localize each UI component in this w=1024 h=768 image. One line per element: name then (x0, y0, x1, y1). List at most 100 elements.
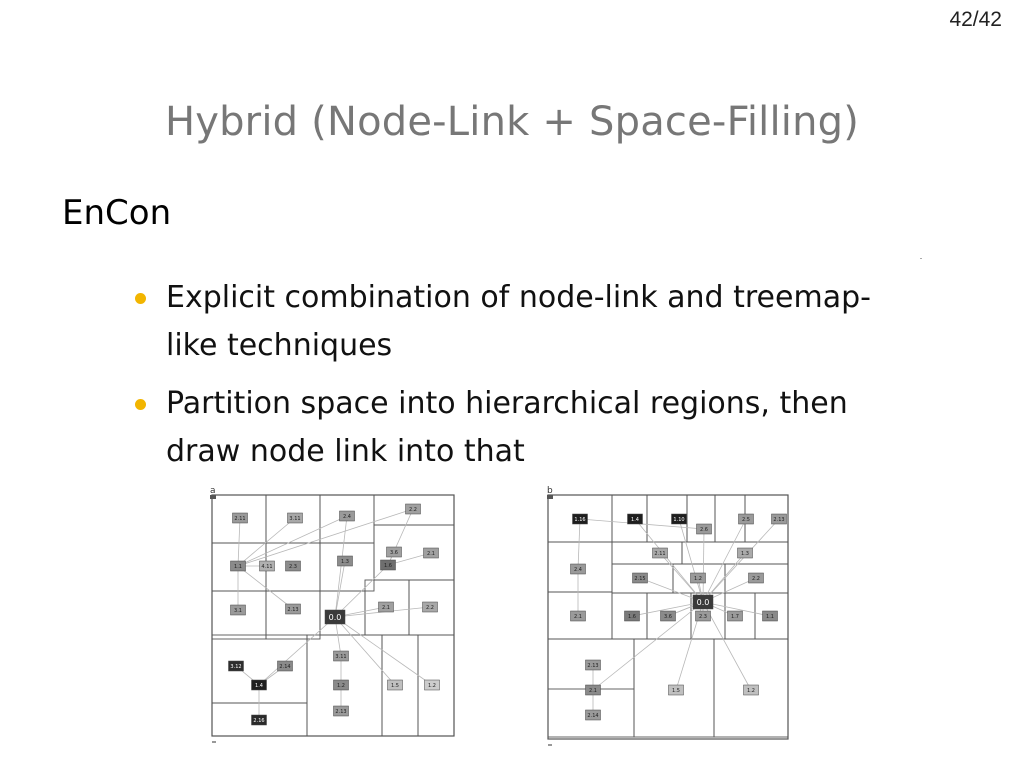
tree-node-box (287, 512, 303, 524)
node-link (334, 564, 389, 618)
tree-node-label: 2.3 (289, 564, 297, 570)
tree-node-label: 1.4 (631, 517, 639, 523)
bullet-item: Explicit combination of node-link and tr… (132, 274, 892, 370)
tree-node-label: 2.13 (773, 517, 784, 523)
node-link (237, 517, 296, 567)
tree-node-label: 1.16 (574, 517, 585, 523)
tree-node-box (386, 546, 402, 558)
tree-node-label: 1.2 (747, 688, 755, 694)
panel-marker (547, 495, 553, 499)
tree-node-label: 2.2 (426, 605, 434, 611)
tree-node-box (380, 559, 396, 571)
node-link (702, 528, 705, 603)
tree-node-box (228, 660, 244, 672)
node-link (258, 616, 336, 686)
tree-node-label: 1.6 (628, 614, 636, 620)
tree-node-box (405, 503, 421, 515)
tree-node-box (230, 560, 246, 572)
slide-number: 42/42 (949, 8, 1002, 31)
tree-node-label: 2.14 (587, 713, 598, 719)
tree-node-label: 2.16 (253, 718, 264, 724)
tree-node-box (624, 610, 640, 622)
tree-node-label: 3.11 (335, 654, 346, 660)
tree-node-box (771, 513, 787, 525)
tree-node-label: 2.5 (742, 517, 750, 523)
tree-node-label: 1.2 (337, 683, 345, 689)
tree-node-box (251, 714, 267, 726)
tree-node-box (743, 684, 759, 696)
tree-node-box (423, 547, 439, 559)
tree-node-box (387, 679, 403, 691)
tree-node-label: 0.0 (329, 613, 342, 622)
decorative-speck (920, 258, 922, 259)
tree-node-box (632, 572, 648, 584)
tree-node-label: 1.6 (384, 563, 392, 569)
tree-node-label: 1.3 (741, 551, 749, 557)
treemap-region (713, 638, 789, 738)
tree-node-label: 1.5 (672, 688, 680, 694)
tree-node-label: 1.2 (694, 576, 702, 582)
tree-node-label: 2.2 (752, 576, 760, 582)
tree-node-box (692, 594, 714, 610)
tree-node-box (627, 513, 643, 525)
tree-node-box (690, 572, 706, 584)
tree-node-box (259, 560, 275, 572)
treemap-region (417, 634, 455, 737)
tree-node-label: 3.6 (390, 550, 398, 556)
node-link (237, 508, 414, 567)
tree-node-box (660, 610, 676, 622)
tree-node-label: 2.1 (589, 688, 597, 694)
tree-node-box (324, 609, 346, 625)
tree-node-box (570, 610, 586, 622)
tree-node-box (585, 659, 601, 671)
node-link (702, 552, 746, 603)
tree-node-box (738, 513, 754, 525)
tree-node-box (585, 709, 601, 721)
tree-node-box (748, 572, 764, 584)
tree-node-box (762, 610, 778, 622)
tree-node-label: 2.6 (700, 527, 708, 533)
tree-node-box (668, 684, 684, 696)
tree-node-box (333, 679, 349, 691)
node-link (334, 515, 348, 618)
node-link (702, 518, 747, 603)
tree-node-box (570, 563, 586, 575)
tree-node-label: 1.3 (341, 559, 349, 565)
tree-node-box (695, 610, 711, 622)
tree-node-box (572, 513, 588, 525)
tree-node-label: 2.13 (287, 607, 298, 613)
tree-node-box (585, 684, 601, 696)
node-link (334, 616, 433, 686)
tree-node-label: 2.13 (335, 709, 346, 715)
tree-node-label: 2.11 (654, 551, 665, 557)
node-link (592, 601, 704, 691)
tree-node-label: 1.7 (731, 614, 739, 620)
tree-node-box (671, 513, 687, 525)
bullet-list: Explicit combination of node-link and tr… (132, 274, 892, 486)
slide-title: Hybrid (Node-Link + Space-Filling) (164, 98, 860, 145)
tree-node-box (652, 547, 668, 559)
tree-node-box (230, 604, 246, 616)
bullet-item: Partition space into hierarchical region… (132, 380, 892, 476)
node-link (639, 577, 704, 603)
node-link (678, 518, 704, 603)
tree-node-label: 1.10 (673, 517, 684, 523)
node-link (634, 518, 704, 603)
tree-node-box (424, 679, 440, 691)
tree-node-box (232, 512, 248, 524)
tree-node-box (378, 601, 394, 613)
tree-node-label: 2.1 (382, 605, 390, 611)
tree-node-box (333, 705, 349, 717)
bullet-text: Partition space into hierarchical region… (166, 386, 848, 469)
tree-node-label: 2.4 (343, 514, 351, 520)
node-link (702, 601, 771, 617)
node-link (702, 601, 752, 691)
node-link (631, 601, 704, 617)
tree-node-label: 3.11 (289, 516, 300, 522)
tree-node-label: 1.4 (255, 683, 263, 689)
bullet-text: Explicit combination of node-link and tr… (166, 280, 871, 363)
tree-node-label: 2.3 (699, 614, 707, 620)
